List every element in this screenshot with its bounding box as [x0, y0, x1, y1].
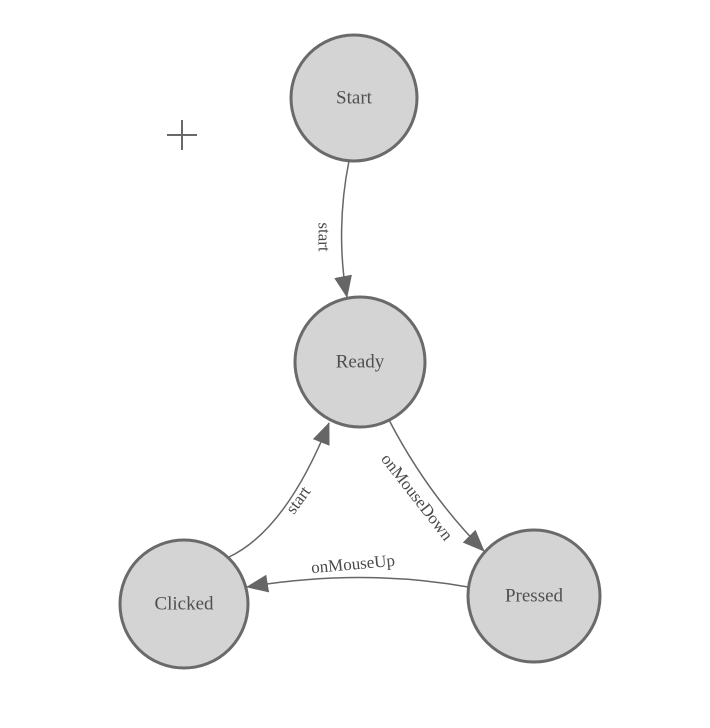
state-label: Clicked [154, 594, 214, 615]
transition-label: start [282, 482, 315, 517]
transition-ready-to-pressed[interactable]: onMouseDown [377, 419, 485, 552]
transition-label: onMouseDown [377, 450, 457, 545]
state-node-ready[interactable]: Ready [293, 295, 427, 429]
transition-label: onMouseUp [310, 551, 395, 577]
state-node-clicked[interactable]: Clicked [118, 538, 250, 670]
transition-label: start [315, 222, 334, 252]
transition-clicked-to-ready[interactable]: start [228, 422, 330, 558]
state-circle[interactable] [293, 295, 427, 429]
state-label: Ready [336, 352, 385, 373]
state-label: Pressed [505, 586, 564, 607]
state-circle[interactable] [466, 528, 602, 664]
state-node-start[interactable]: Start [289, 33, 419, 163]
transition-pressed-to-clicked[interactable]: onMouseUp [246, 551, 469, 593]
origin-crosshair-icon [167, 120, 197, 150]
state-label: Start [336, 88, 373, 109]
state-circle[interactable] [118, 538, 250, 670]
state-circle[interactable] [289, 33, 419, 163]
transition-start-to-ready[interactable]: start [315, 160, 352, 298]
state-node-pressed[interactable]: Pressed [466, 528, 602, 664]
